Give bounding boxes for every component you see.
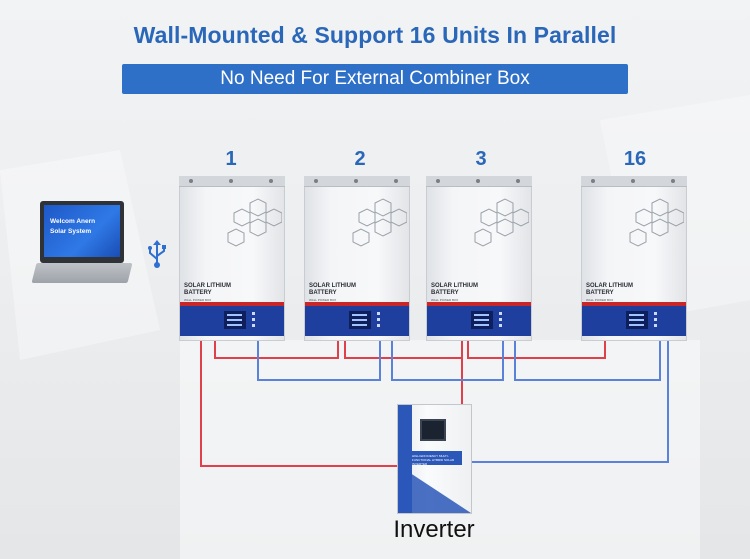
inverter-display [420,419,446,441]
hexagon-pattern-icon [629,198,684,247]
headline: Wall-Mounted & Support 16 Units In Paral… [133,22,617,48]
red-wire-3-16 [467,341,606,359]
battery-model: WALL POWER BOX [184,298,212,302]
blue-wire-main [472,341,669,463]
inverter-device: HIGH EFFICIENCY MULTI-FUNCTIONAL HYBRID … [397,404,472,514]
unit-number-2: 2 [354,148,366,170]
battery-lcd [626,311,648,329]
battery-lcd [349,311,371,329]
inverter-blue-accent [398,405,471,513]
battery-control-panel [427,302,531,336]
hexagon-pattern-icon [352,198,407,247]
red-wire-1-2 [214,341,339,359]
battery-control-panel [180,302,284,336]
battery-lcd [224,311,246,329]
hexagon-pattern-icon [474,198,529,247]
mounting-bracket [426,176,532,187]
red-wire-main [200,341,397,467]
hexagon-pattern-icon [227,198,282,247]
red-wire-2-3 [344,341,463,359]
blue-wire-1-2 [257,341,381,381]
subtitle-banner: No Need For External Combiner Box [122,64,628,94]
mounting-bracket [581,176,687,187]
inverter-label: Inverter [393,516,475,543]
battery-control-panel [582,302,686,336]
blue-wire-3-16 [514,341,661,381]
unit-number-1: 1 [225,148,237,170]
usb-icon [148,240,166,268]
unit-number-16: 16 [623,148,647,170]
battery-lcd [471,311,493,329]
inverter-strip-text: HIGH EFFICIENCY MULTI-FUNCTIONAL HYBRID … [412,454,455,466]
battery-model: WALL POWER BOX [431,298,459,302]
battery-model: WALL POWER BOX [586,298,614,302]
battery-model: WALL POWER BOX [309,298,337,302]
inverter-label-strip [410,451,462,465]
mounting-bracket [304,176,410,187]
mounting-bracket [179,176,285,187]
unit-number-3: 3 [475,148,487,170]
blue-wire-2-3 [391,341,504,381]
laptop-keyboard-base [31,263,133,283]
battery-control-panel [305,302,409,336]
